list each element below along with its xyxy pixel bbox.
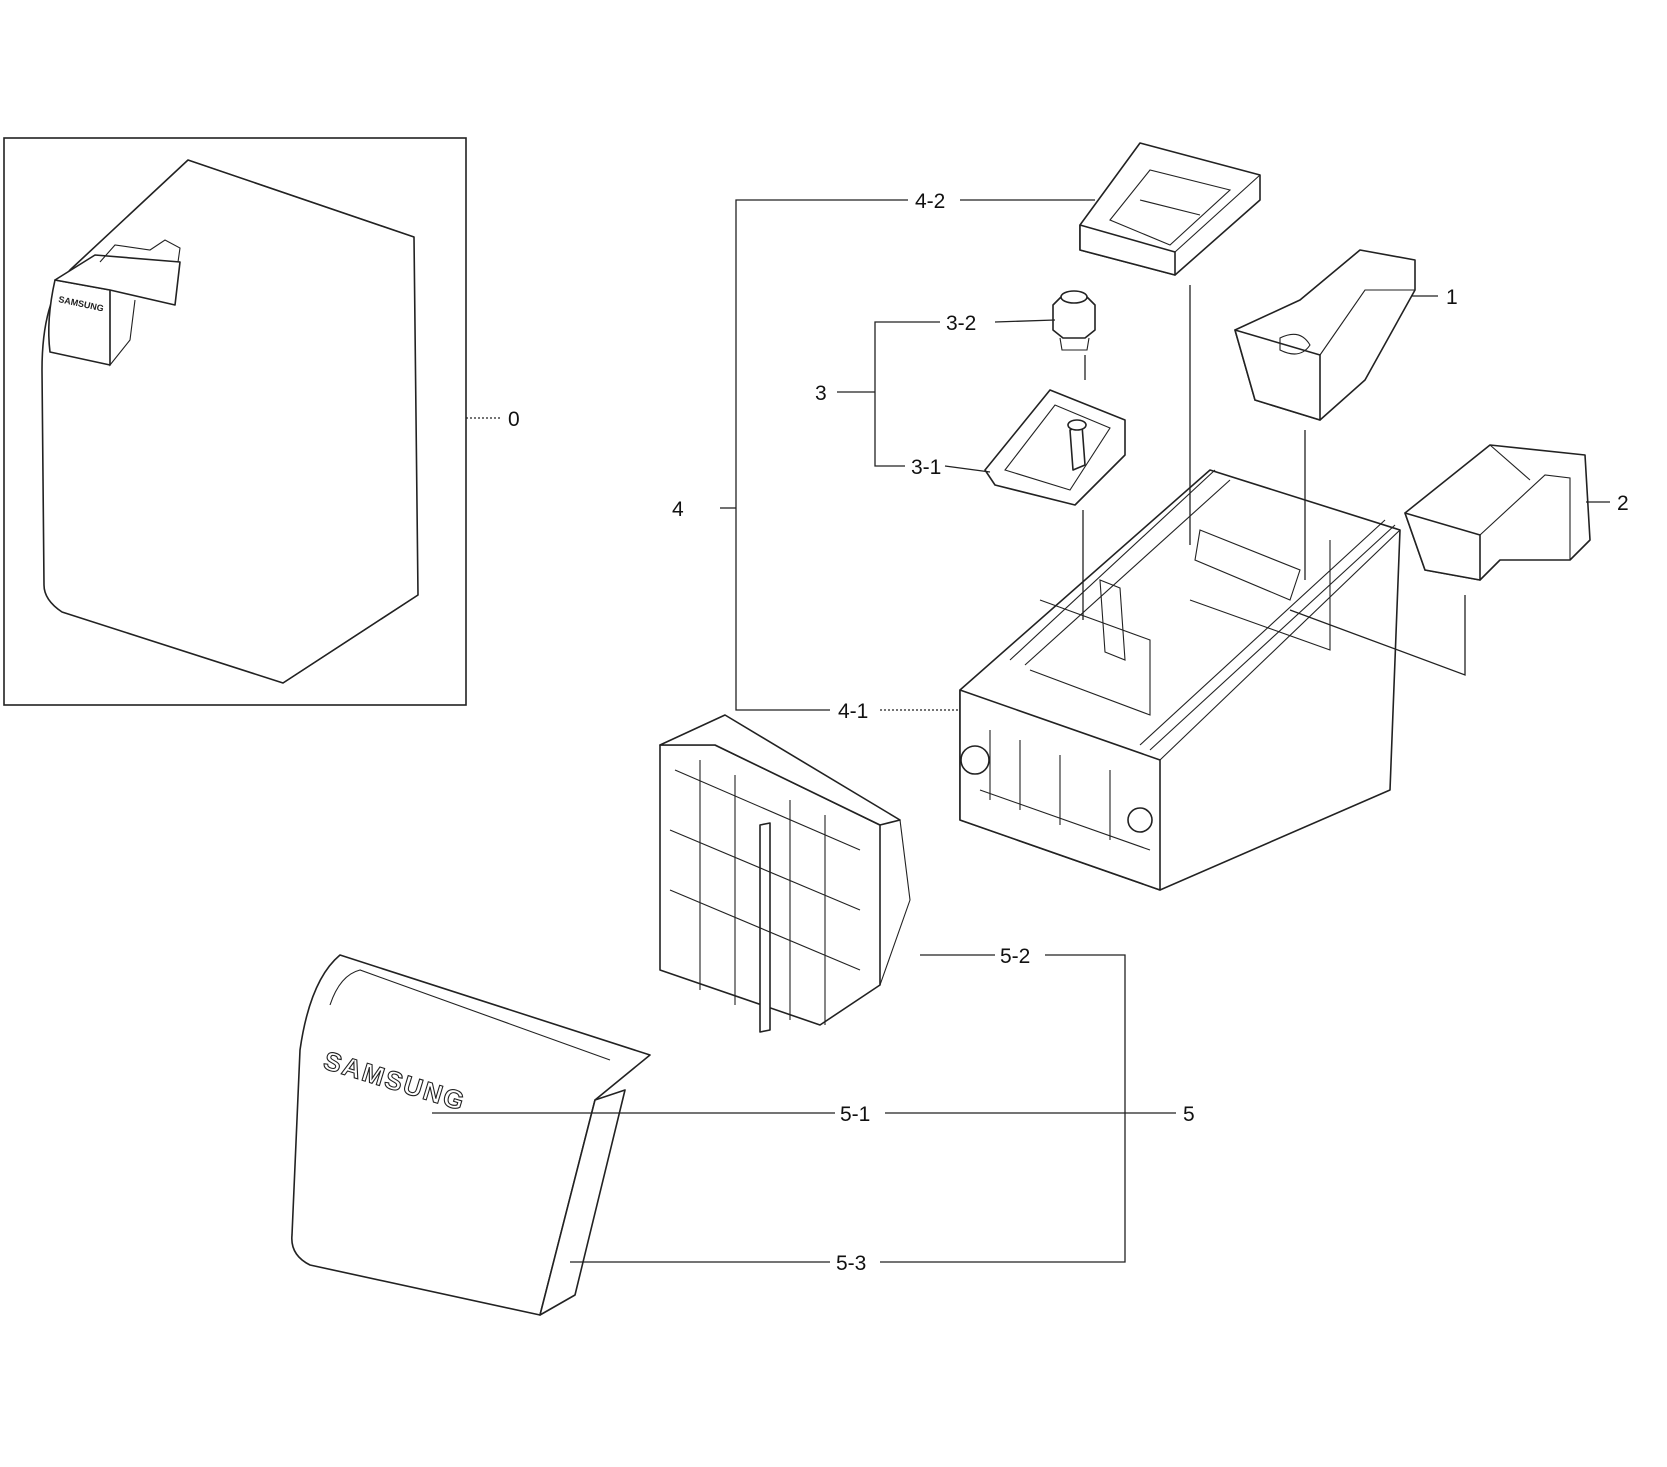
part-5-2-drawer-frame [659,714,911,1033]
label-4-2: 4-2 [915,190,945,213]
leader-lines [432,199,1610,1263]
part-1-cup [1234,249,1416,421]
assembly-view: SAMSUNG [3,137,467,706]
assembly-drawer [47,279,111,366]
part-labels: 4-2 3-2 3 3-1 4 4-1 1 2 5-2 5 5-1 5-3 [672,190,1629,1275]
part-4-2-tray [1079,142,1261,276]
label-3-2: 3-2 [946,312,976,335]
part-2-cup [1404,444,1591,581]
label-0: 0 [508,408,520,431]
label-2: 2 [1617,492,1629,515]
label-4-1: 4-1 [838,700,868,723]
part-5-1-front-panel: SAMSUNG [291,954,651,1316]
part-4-1-dispenser-housing [959,469,1401,891]
label-3: 3 [815,382,827,405]
label-5-3: 5-3 [836,1252,866,1275]
label-3-1: 3-1 [911,456,941,479]
assembly-frame [3,137,467,706]
label-5-1: 5-1 [840,1103,870,1126]
part-3-2-siphon-cap [1052,290,1096,351]
washer-cabinet [41,159,419,684]
label-1: 1 [1446,286,1458,309]
part-3-1-siphon-cup [984,389,1126,506]
label-5-2: 5-2 [1000,945,1030,968]
label-5: 5 [1183,1103,1195,1126]
label-4: 4 [672,498,684,521]
